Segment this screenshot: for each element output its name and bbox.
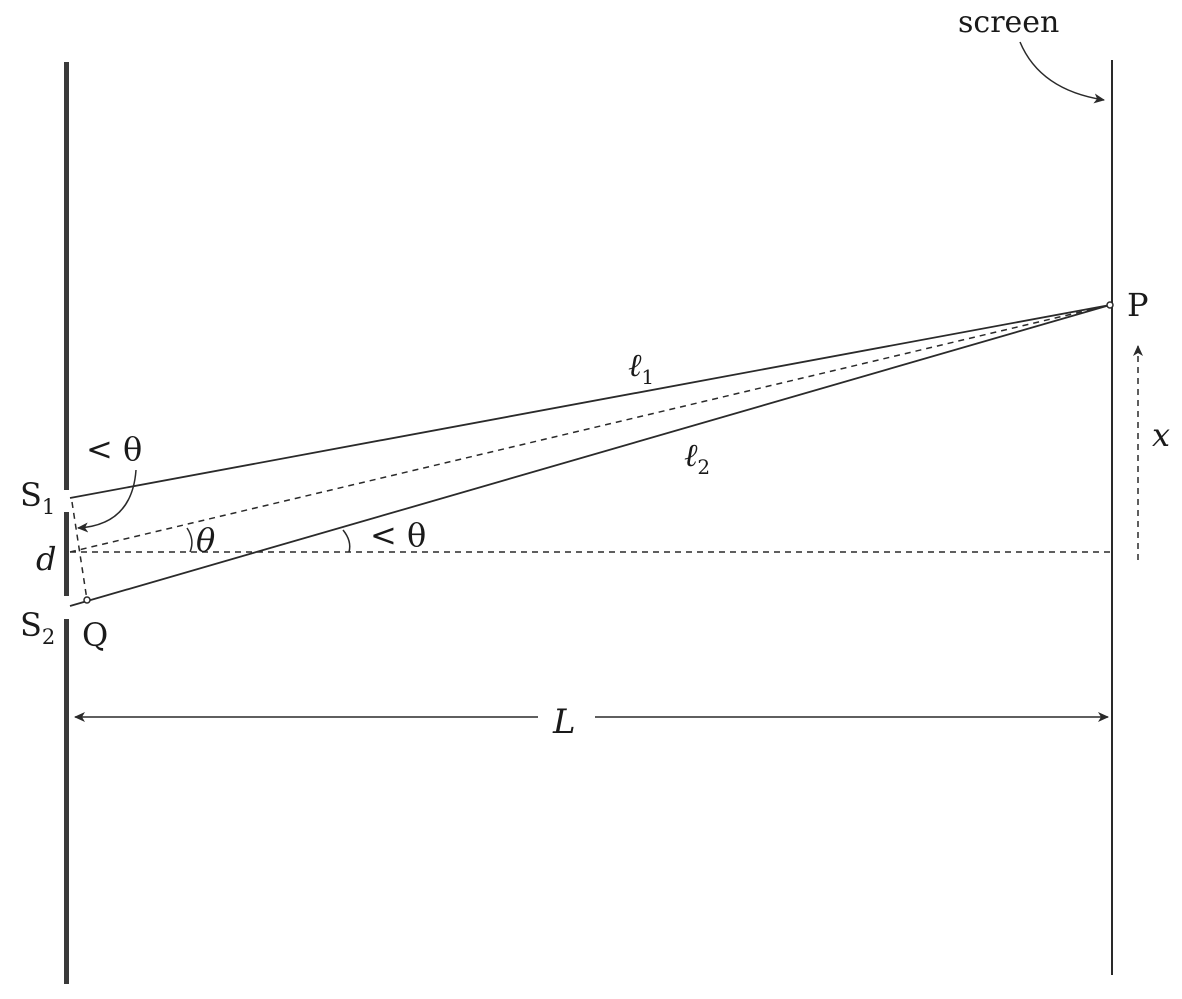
point-q-label: Q [82, 616, 108, 654]
centre-to-p-line [69, 304, 1111, 553]
perpendicular-line [71, 501, 88, 601]
point-p-label: P [1127, 286, 1149, 324]
distance-label: L [552, 702, 576, 742]
path-1-subscript: 1 [641, 365, 654, 389]
path-2-line [69, 304, 1111, 607]
screen-label: screen [958, 5, 1059, 40]
angle-top-label: < θ [86, 430, 142, 468]
slit-2-label: S2 [20, 606, 55, 649]
point-p [1106, 301, 1114, 309]
slit-1-subscript: 1 [42, 495, 55, 519]
barrier-upper [64, 62, 69, 490]
angle-arc-lower [342, 529, 351, 553]
angle-arc-center [186, 527, 193, 553]
path-2-subscript: 2 [697, 455, 710, 479]
separation-label: d [36, 540, 56, 578]
angle-center-label: θ [196, 521, 215, 559]
path-1-line [69, 304, 1111, 499]
slit-1-label: S1 [20, 476, 55, 519]
barrier-middle [64, 512, 69, 596]
slit-2-subscript: 2 [42, 625, 55, 649]
angle-lower-label: < θ [370, 516, 426, 554]
angle-top-pointer-arrow [77, 469, 137, 533]
position-label: x [1152, 416, 1170, 454]
path-1-label: ℓ1 [628, 346, 654, 389]
barrier-lower [64, 619, 69, 984]
path-2-label: ℓ2 [684, 436, 710, 479]
screen-pointer-arrow [1019, 41, 1105, 104]
point-q [83, 596, 91, 604]
